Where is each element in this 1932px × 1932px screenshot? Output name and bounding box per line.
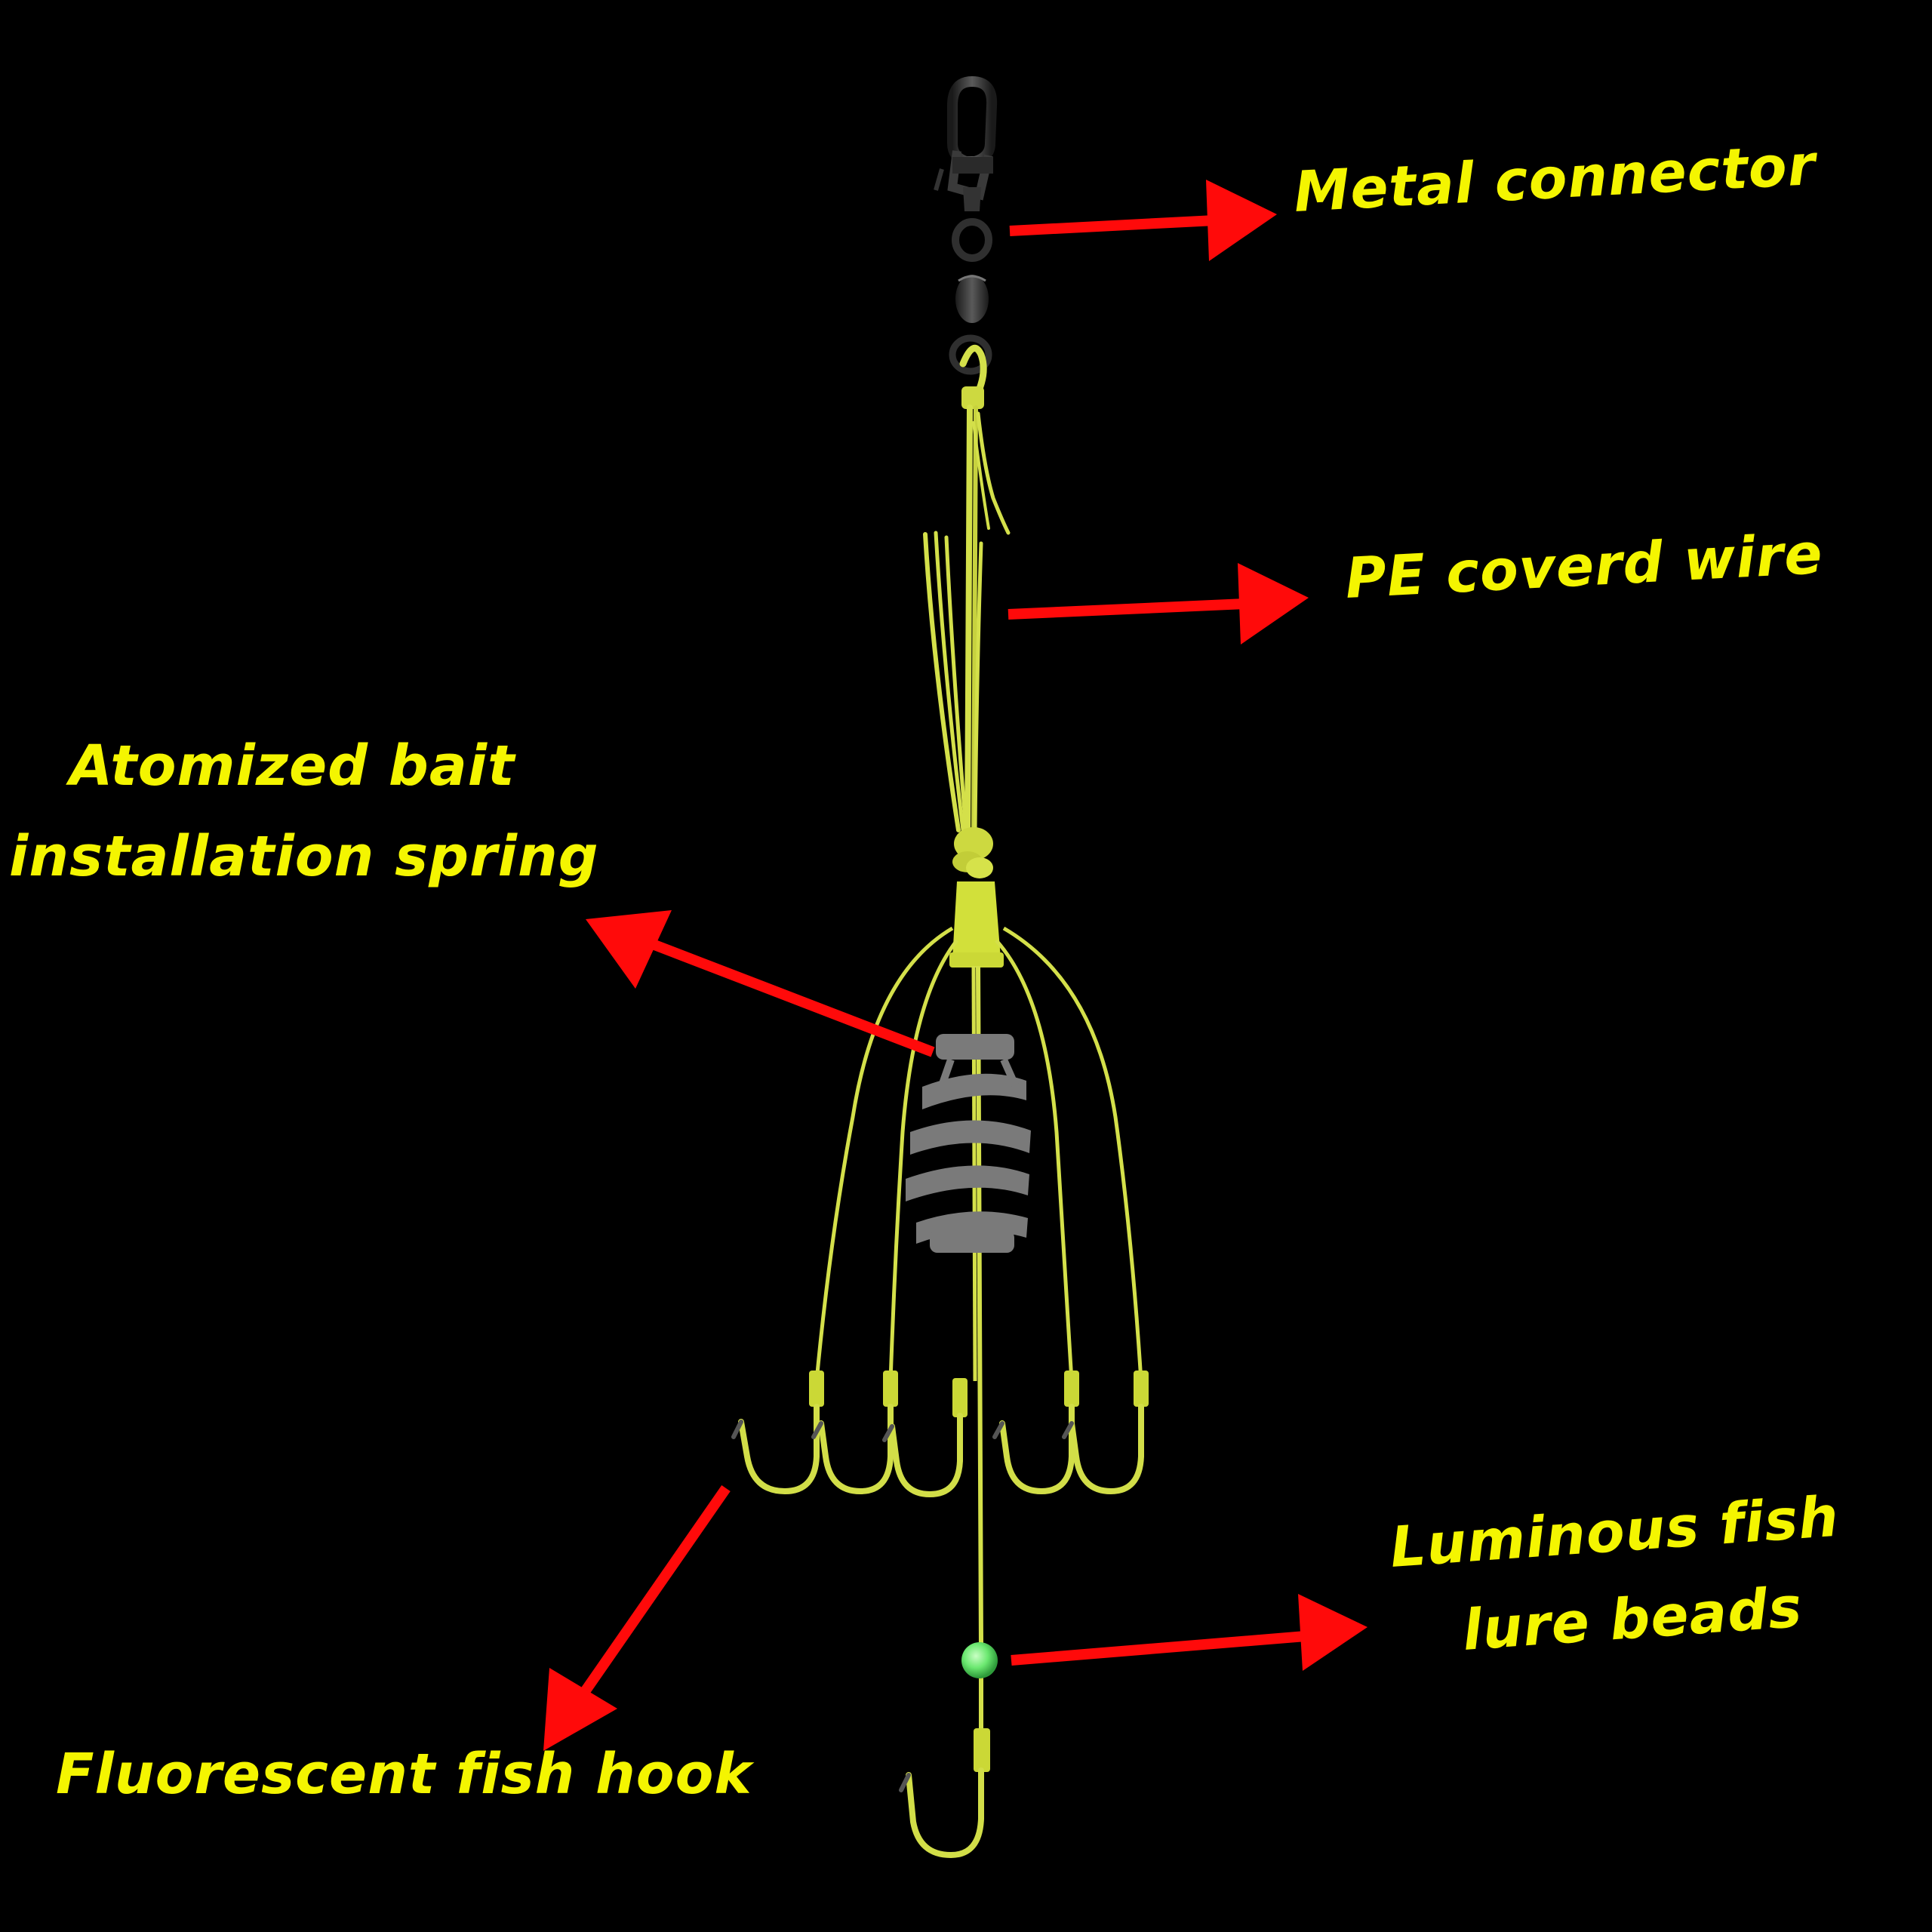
callout-arrows	[543, 180, 1367, 1751]
pe-covered-wire	[923, 344, 1011, 878]
label-fluorescent-hook: Fluorescent fish hook	[56, 1742, 754, 1807]
luminous-bead	[961, 1642, 998, 1678]
atomized-bait-spring	[906, 1034, 1031, 1253]
crimp-sleeve	[952, 881, 1001, 958]
metal-connector	[934, 75, 998, 375]
label-spring-line2: installation spring	[9, 824, 599, 889]
fluorescent-hooks	[731, 1371, 1149, 1859]
label-spring-line1: Atomized bait	[66, 734, 516, 798]
